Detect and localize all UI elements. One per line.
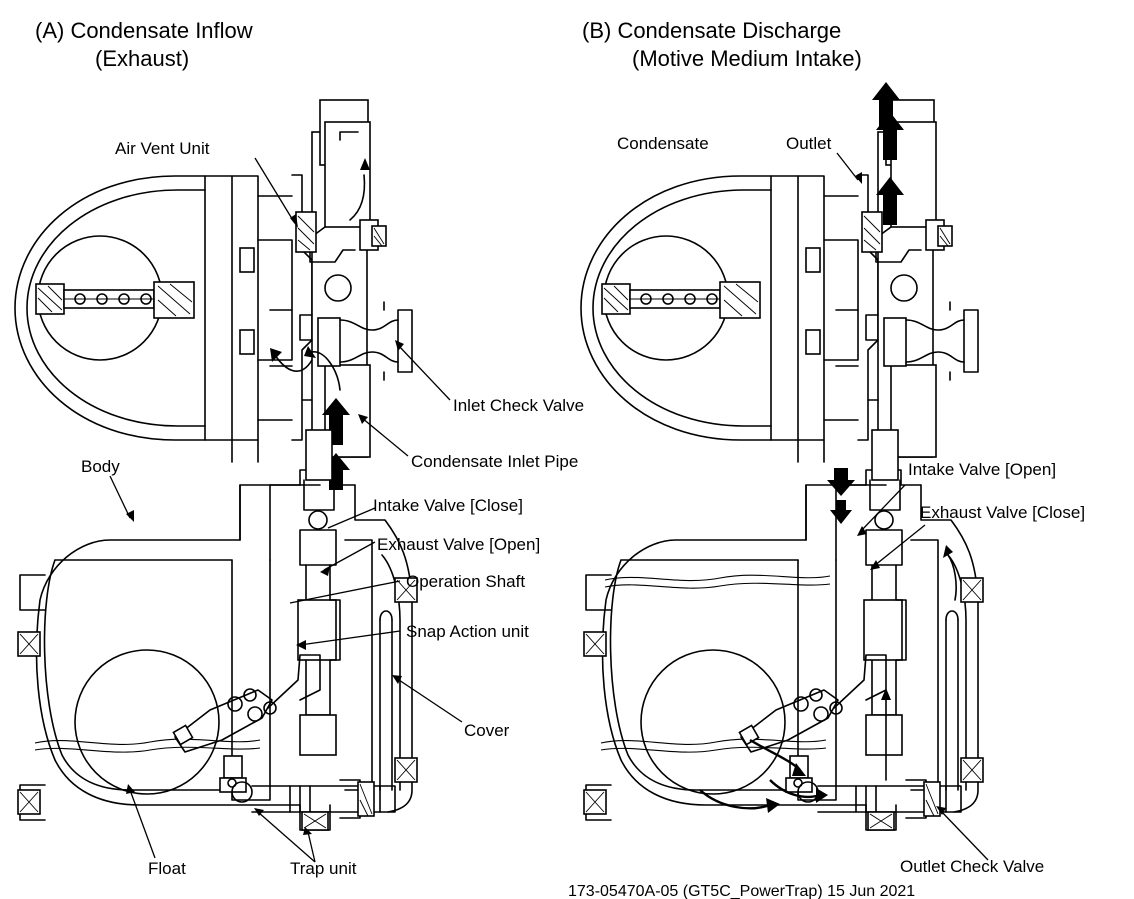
label-outlet-check-valve: Outlet Check Valve xyxy=(900,857,1044,876)
intake-arrow-1 xyxy=(827,468,855,496)
panel-a-title-2: (Exhaust) xyxy=(95,46,189,71)
leader-float-head xyxy=(126,784,135,794)
leader-lines xyxy=(109,152,989,863)
air-vent-flow xyxy=(349,174,366,221)
leader-body-head xyxy=(126,510,134,522)
label-cover: Cover xyxy=(464,721,510,740)
water-level-b-1 xyxy=(604,574,831,582)
outlet-arrow-top xyxy=(872,82,900,128)
air-vent-arrowhead xyxy=(360,158,370,170)
discharge-arrowhead-3 xyxy=(816,788,828,803)
leader-exhaust-open xyxy=(323,541,376,571)
leader-float xyxy=(129,789,156,859)
water-level-b-2 xyxy=(604,582,831,589)
label-inlet-check-valve: Inlet Check Valve xyxy=(453,396,584,415)
leader-intake-close xyxy=(327,507,376,529)
intake-arrow-2 xyxy=(830,500,852,524)
leader-inlet-check-head xyxy=(395,340,404,351)
leader-inlet-pipe-head xyxy=(358,414,368,424)
label-trap-unit: Trap unit xyxy=(290,859,357,878)
leader-trap-1 xyxy=(257,811,316,863)
leader-intake-open xyxy=(859,484,906,533)
label-body: Body xyxy=(81,457,120,476)
leader-body xyxy=(109,475,131,519)
cover-arrowhead xyxy=(943,545,953,558)
panel-a-top-view xyxy=(14,99,413,490)
inflow-arrowhead-right xyxy=(304,346,316,358)
leader-snap-action xyxy=(299,630,401,646)
discharge-arrowhead-2 xyxy=(792,763,806,776)
leader-inlet-check xyxy=(397,344,451,401)
leader-air-vent xyxy=(254,157,295,223)
label-float: Float xyxy=(148,859,186,878)
label-operation-shaft: Operation Shaft xyxy=(406,572,525,591)
leader-exhaust-open-head xyxy=(320,566,330,576)
leader-snap-action-head xyxy=(296,640,306,650)
leader-outlet xyxy=(836,152,859,181)
panel-b-title-2: (Motive Medium Intake) xyxy=(632,46,862,71)
leader-outlet-check xyxy=(939,809,989,861)
label-outlet: Outlet xyxy=(786,134,832,153)
discharge-flow-1 xyxy=(699,789,771,810)
leader-air-vent-head xyxy=(290,214,298,228)
leader-cover-head xyxy=(392,675,402,684)
leader-outlet-check-head xyxy=(936,806,946,815)
panel-a-title-1: (A) Condensate Inflow xyxy=(35,18,253,43)
leader-exhaust-close xyxy=(873,524,926,567)
label-condensate-inlet-pipe: Condensate Inlet Pipe xyxy=(411,452,578,471)
outlet-arrow-lower xyxy=(876,177,904,225)
leader-inlet-pipe xyxy=(361,417,409,457)
label-snap-action-unit: Snap Action unit xyxy=(406,622,529,641)
label-exhaust-valve-open: Exhaust Valve [Open] xyxy=(377,535,540,554)
leader-intake-open-head xyxy=(857,526,867,536)
label-intake-valve-close: Intake Valve [Close] xyxy=(373,496,523,515)
label-air-vent-unit: Air Vent Unit xyxy=(115,139,210,158)
discharge-arrowhead-1 xyxy=(766,798,780,813)
vent-flow-arrow xyxy=(339,131,359,141)
leader-trap-2-head xyxy=(303,827,312,835)
panel-a-side-view xyxy=(17,429,418,831)
panel-b-side-view xyxy=(583,429,984,831)
panel-b-top-view xyxy=(580,82,979,463)
label-condensate: Condensate xyxy=(617,134,709,153)
inflow-curve-left xyxy=(274,354,313,372)
leader-operation-shaft xyxy=(289,580,401,604)
label-exhaust-valve-close: Exhaust Valve [Close] xyxy=(920,503,1085,522)
panel-b-title-1: (B) Condensate Discharge xyxy=(582,18,841,43)
footer-code: 173-05470A-05 (GT5C_PowerTrap) 15 Jun 20… xyxy=(568,883,915,899)
leader-cover xyxy=(395,677,463,723)
inflow-arrowhead-left xyxy=(270,348,282,362)
cover-flow xyxy=(947,554,957,601)
label-intake-valve-open: Intake Valve [Open] xyxy=(908,460,1056,479)
leader-outlet-head xyxy=(855,172,862,184)
leader-trap-1-head xyxy=(254,808,264,816)
inflow-curve-right xyxy=(311,351,341,391)
riser-arrowhead xyxy=(881,688,891,700)
leader-exhaust-close-head xyxy=(870,560,880,570)
leader-trap-2 xyxy=(307,831,316,863)
